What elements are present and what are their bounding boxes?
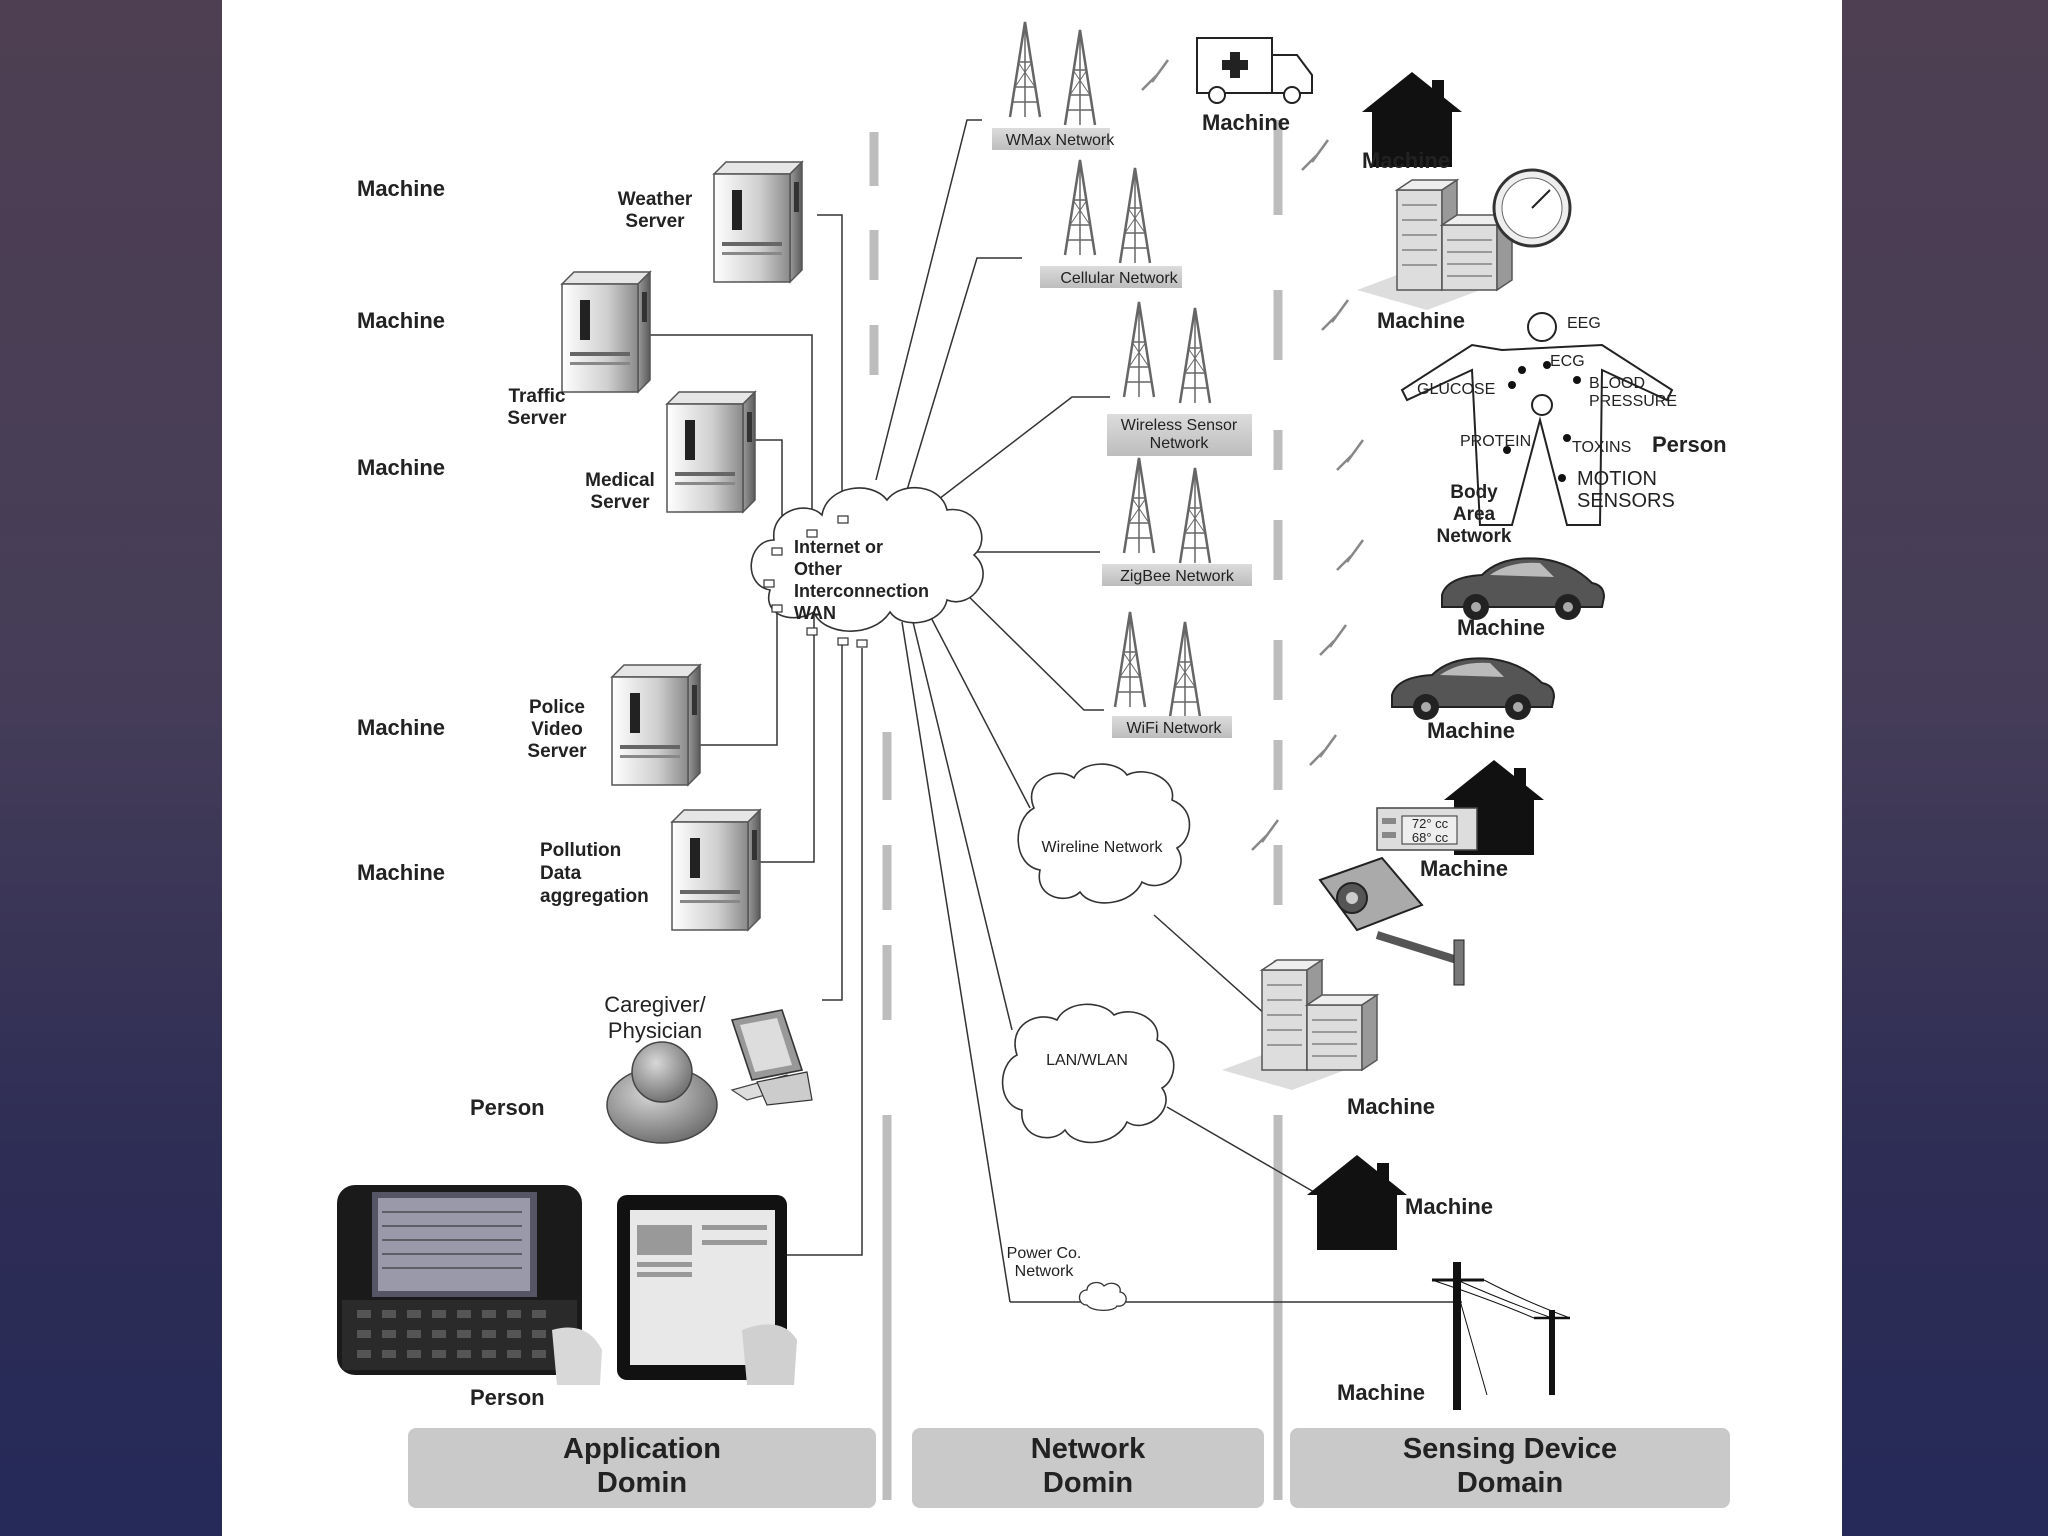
body-person-label: Person — [1652, 432, 1727, 457]
zigbee-towers — [1122, 456, 1212, 565]
pole-machine-label: Machine — [1337, 1380, 1425, 1405]
zigbee-label: ZigBee Network — [1120, 568, 1235, 585]
wireline-label: Wireline Network — [1042, 839, 1164, 856]
pollution-server-icon — [671, 809, 761, 931]
tablet-image — [617, 1195, 797, 1385]
wifi-label: WiFi Network — [1126, 720, 1222, 737]
app-machine-label: Machine — [357, 715, 445, 740]
traffic-server-icon — [561, 271, 651, 393]
power-label: Power Co.Network — [1007, 1245, 1082, 1280]
police-video-server-icon — [611, 664, 701, 786]
thermostat-machine-label: Machine — [1420, 856, 1508, 881]
power-pole-icon — [1431, 1262, 1571, 1410]
internet-cloud — [750, 486, 984, 648]
app-machine-label: Machine — [357, 455, 445, 480]
thermostat-icon — [1376, 807, 1478, 851]
caregiver-label: Caregiver/Physician — [604, 992, 706, 1043]
app-machine-label: Machine — [357, 860, 445, 885]
house-icon-3 — [1307, 1155, 1407, 1250]
weather-server-icon — [713, 161, 803, 283]
building-machine-label: Machine — [1347, 1094, 1435, 1119]
building-machine-label: Machine — [1377, 308, 1465, 333]
caregiver-person-icon — [606, 1041, 804, 1144]
gauge-icon — [1492, 168, 1572, 248]
app-machine-label: Machine — [357, 176, 445, 201]
monitor-icon — [730, 1009, 813, 1106]
app-machine-label: Machine — [357, 308, 445, 333]
car-machine-label: Machine — [1457, 615, 1545, 640]
wifi-towers — [1113, 610, 1202, 719]
wmax-label: WMax Network — [1006, 132, 1115, 149]
wireline-cloud — [1017, 763, 1191, 904]
connection-lines — [647, 119, 1462, 1303]
cellular-label: Cellular Network — [1060, 270, 1178, 287]
house-machine-label: Machine — [1362, 148, 1450, 173]
cellular-towers — [1063, 158, 1152, 265]
car-machine-label: Machine — [1427, 718, 1515, 743]
domain-separators — [869, 120, 1283, 1500]
ecg-label: ECG — [1550, 353, 1585, 370]
iot-domain-diagram: Machine Machine Machine Machine Machine … — [337, 20, 1730, 1508]
toxins-label: TOXINS — [1572, 439, 1631, 456]
protein-label: PROTEIN — [1460, 433, 1531, 450]
car-icon-1 — [1441, 557, 1605, 621]
ambulance-machine-label: Machine — [1202, 110, 1290, 135]
wsn-towers — [1122, 300, 1212, 405]
app-person-label: Person — [470, 1385, 545, 1410]
eeg-label: EEG — [1567, 315, 1601, 332]
slide: Machine Machine Machine Machine Machine … — [222, 0, 1842, 1536]
car-icon-2 — [1391, 657, 1555, 721]
house-machine-label: Machine — [1405, 1194, 1493, 1219]
building-icon-2 — [1221, 959, 1378, 1091]
network-label-bars — [992, 128, 1252, 738]
body-area-network-figure — [1400, 312, 1674, 526]
medical-server-icon — [666, 391, 756, 513]
lan-label: LAN/WLAN — [1046, 1052, 1128, 1069]
security-camera-icon — [1318, 856, 1465, 986]
body-sensors — [1503, 361, 1581, 482]
ambulance-icon — [1196, 37, 1313, 104]
smartphone-image — [337, 1185, 602, 1385]
wmax-towers — [1008, 20, 1097, 127]
domain-bars — [408, 1428, 1730, 1508]
lan-cloud — [1001, 1003, 1175, 1144]
app-person-label: Person — [470, 1095, 545, 1120]
building-icon — [1356, 179, 1513, 311]
power-cloud — [1078, 1281, 1127, 1312]
glucose-label: GLUCOSE — [1417, 381, 1495, 398]
